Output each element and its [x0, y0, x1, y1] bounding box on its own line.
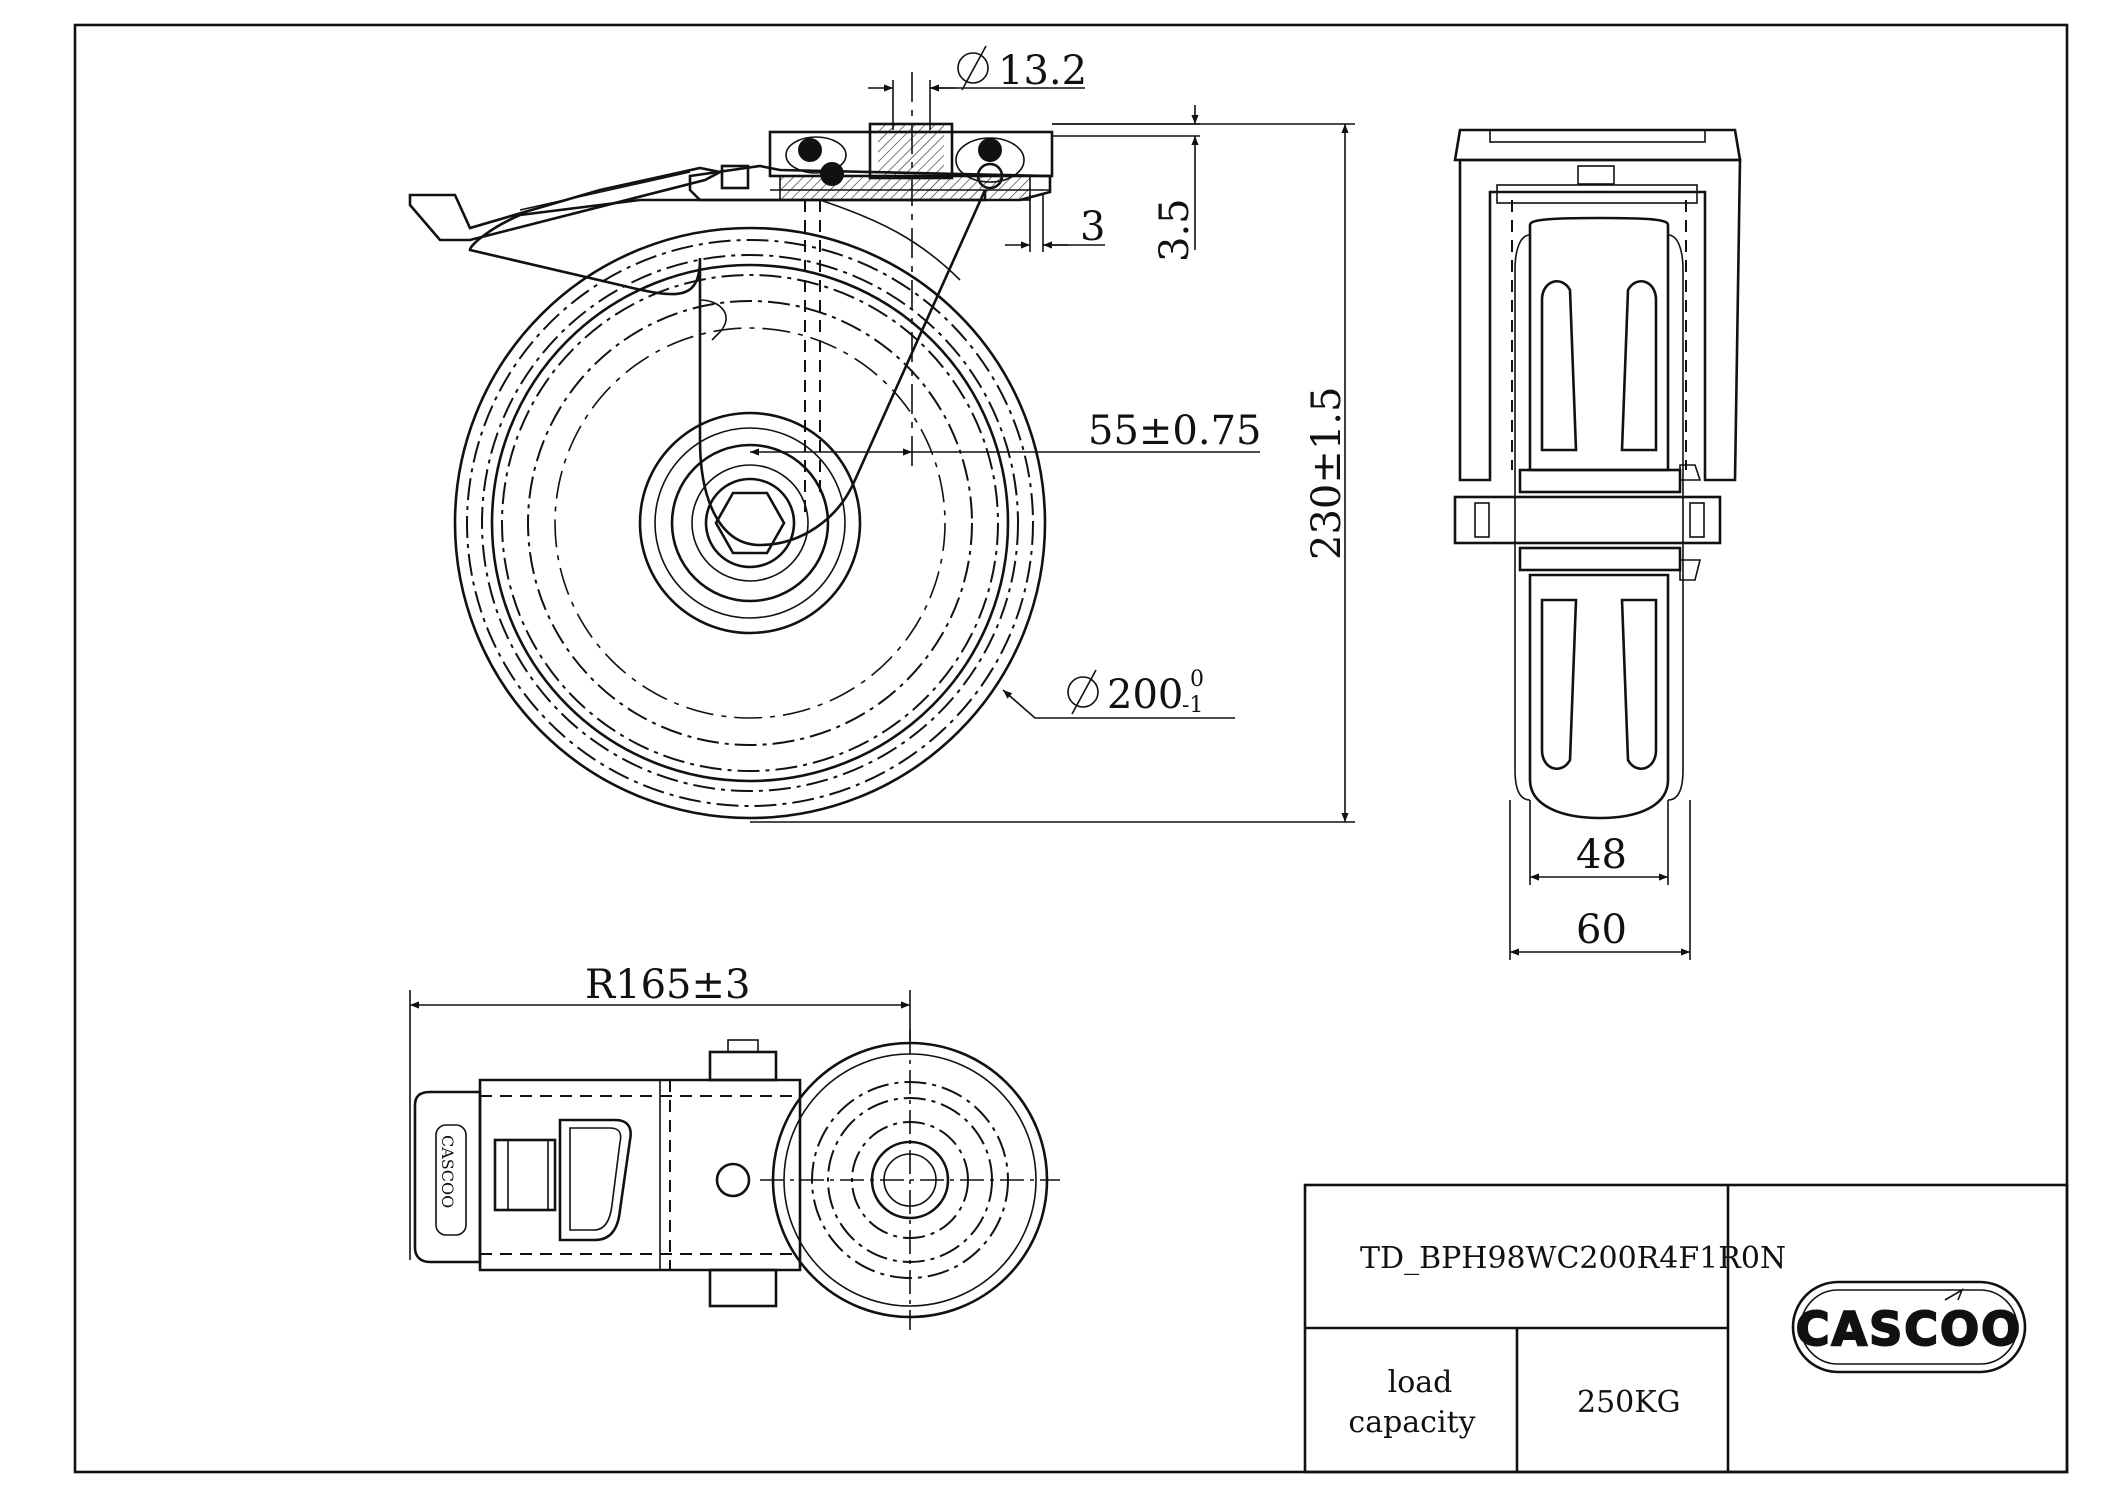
title-block: TD_BPH98WC200R4F1R0N load capacity 250KG… — [1303, 1183, 2069, 1474]
axle — [1453, 495, 1722, 545]
axle-nut — [714, 491, 786, 555]
side-view — [408, 72, 1054, 820]
wheel-outer-circle — [453, 226, 1047, 820]
drawing-border — [73, 23, 2069, 1474]
load-label-line1: load — [1388, 1365, 1453, 1400]
dim-plate-thickness: 3.5 — [1152, 198, 1198, 262]
load-label-line2: capacity — [1348, 1405, 1475, 1440]
dim-overall-height: 230±1.5 — [1304, 387, 1350, 560]
dim-swivel-radius: R165±3 — [585, 962, 750, 1008]
top-view: CASCOO — [413, 1030, 1060, 1330]
front-view — [1453, 128, 1742, 820]
dim-offset: 55±0.75 — [1088, 408, 1261, 454]
side-view-dimensions: 13.2 3.5 3 55±0.75 230±1.5 200 0 -1 — [750, 45, 1355, 823]
fork-frame — [1458, 158, 1742, 482]
dim-wheel-tol-upper: 0 — [1190, 667, 1204, 692]
load-value: 250KG — [1577, 1385, 1681, 1420]
top-view-dimensions: R165±3 — [409, 962, 911, 1260]
dim-wheel-width: 60 — [1576, 907, 1627, 953]
dim-bearing-gap: 3 — [1080, 204, 1105, 250]
part-number: TD_BPH98WC200R4F1R0N — [1360, 1241, 1786, 1276]
dim-bore-diameter: 13.2 — [998, 48, 1087, 94]
wheel-hub-circle — [638, 411, 862, 635]
dim-tread-width: 48 — [1576, 832, 1627, 878]
brake-pedal-pad — [413, 1090, 482, 1264]
brake-lever — [408, 166, 724, 242]
logo-text: CASCOO — [1796, 1302, 2022, 1356]
swivel-head — [688, 122, 1054, 202]
front-view-dimensions: 48 60 — [1509, 800, 1691, 960]
dim-wheel-diameter: 200 — [1107, 672, 1183, 718]
cascoo-logo: CASCOO — [1791, 1280, 2027, 1374]
wheel-section — [1514, 216, 1684, 820]
dim-wheel-tol-lower: -1 — [1182, 693, 1203, 718]
pedal-logo-text: CASCOO — [438, 1135, 457, 1208]
fork-leg — [468, 189, 987, 547]
